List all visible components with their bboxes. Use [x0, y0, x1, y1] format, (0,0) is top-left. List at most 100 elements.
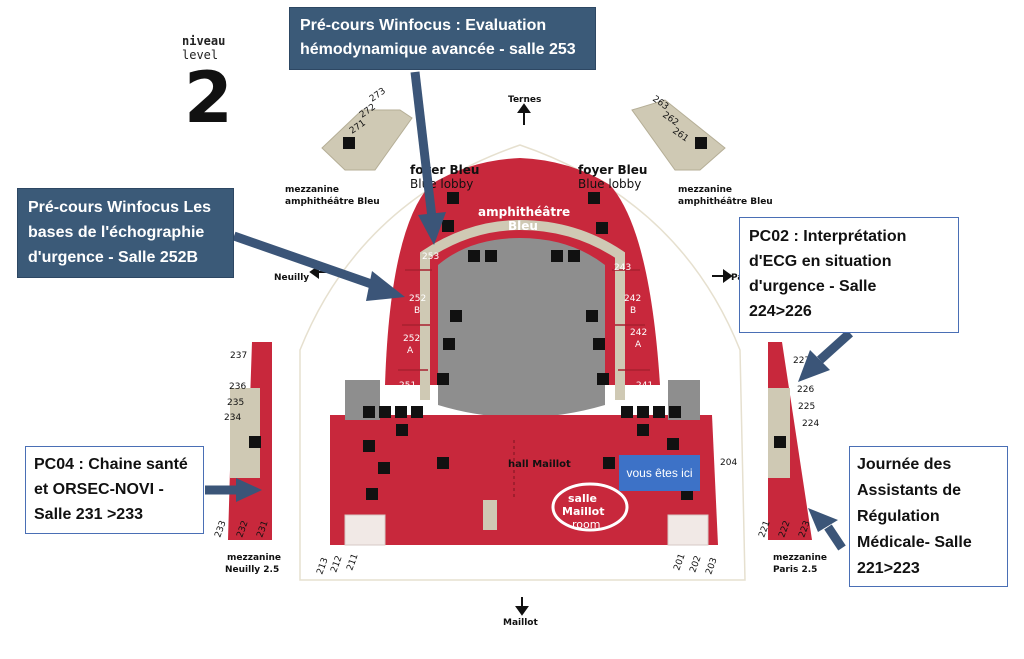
cloakroom-icon: [450, 310, 462, 322]
mezz-neuilly-1: mezzanine: [227, 553, 281, 563]
callout-pc02: PC02 : Interprétation d'ECG en situation…: [739, 217, 959, 333]
restroom-icon: [443, 338, 455, 350]
wheelchair-icon: [596, 222, 608, 234]
escalator-icon: [667, 438, 679, 450]
cloakroom-icon: [366, 488, 378, 500]
escalator-icon: [637, 406, 649, 418]
callout-line: d'urgence - Salle: [749, 278, 877, 295]
mezz-left-amphi-1: mezzanine: [285, 185, 339, 195]
room-224: 224: [802, 419, 819, 429]
room-252a-letter: A: [407, 346, 414, 356]
room-236: 236: [229, 382, 246, 392]
facility-icons: [249, 137, 786, 500]
room-242b-letter: B: [630, 306, 636, 316]
room-241: 241: [636, 381, 653, 391]
room-242a-number: 242: [630, 328, 647, 338]
wheelchair-icon: [378, 462, 390, 474]
wing-neuilly-beige: [230, 388, 260, 478]
amphi-corridor: [420, 219, 625, 400]
escalator-icon: [363, 440, 375, 452]
restroom-icon: [593, 338, 605, 350]
amphi-label-1: amphithéâtre: [478, 205, 570, 219]
foyer-left-fr: foyer Bleu: [410, 163, 479, 177]
room-225: 225: [798, 402, 815, 412]
room-226: 226: [797, 385, 814, 395]
callout-line: Salle 231 >233: [34, 506, 143, 523]
mezz-paris-2: Paris 2.5: [773, 565, 817, 575]
escalator-icon: [395, 406, 407, 418]
level-label-fr: niveau: [182, 34, 226, 48]
callout-winfocus-253: Pré-cours Winfocus : Evaluation hémodyna…: [289, 7, 596, 70]
central-floor: [438, 238, 605, 418]
salle-label-2: Maillot: [562, 505, 605, 518]
elevator-icon: [621, 406, 633, 418]
restroom-icon: [468, 250, 480, 262]
callout-line: Médicale- Salle: [857, 534, 972, 551]
wheelchair-icon: [442, 220, 454, 232]
mezz-paris-1: mezzanine: [773, 553, 827, 563]
mezzanine-amphi-left: [321, 109, 413, 171]
restroom-icon: [568, 250, 580, 262]
room-253: 253: [422, 252, 439, 262]
wheelchair-icon: [551, 250, 563, 262]
callout-line: Journée des: [857, 456, 952, 473]
callout-line: d'urgence - Salle 252B: [28, 249, 199, 266]
you-are-here-marker: vous êtes ici: [619, 455, 700, 491]
callout-line: Assistants de: [857, 482, 962, 499]
foyer-right-fr: foyer Bleu: [578, 163, 647, 177]
cloakroom-icon: [681, 488, 693, 500]
room-233: 233: [213, 519, 228, 539]
hall-corridor-right: [667, 514, 709, 546]
mezz-left-amphi-2: amphithéâtre Bleu: [285, 196, 380, 207]
wing-paris-beige: [768, 388, 790, 478]
room-235: 235: [227, 398, 244, 408]
escalator-icon: [343, 137, 355, 149]
restroom-icon: [485, 250, 497, 262]
callout-line: d'ECG en situation: [749, 253, 892, 270]
hall-maillot-label: hall Maillot: [508, 459, 571, 470]
room-213: 213: [315, 556, 330, 576]
callout-line: 224>226: [749, 303, 812, 320]
elevator-icon: [363, 406, 375, 418]
room-242b-number: 242: [624, 294, 641, 304]
direction-neuilly: Neuilly: [274, 273, 309, 283]
restroom-icon: [396, 424, 408, 436]
callout-line: Régulation: [857, 508, 940, 525]
wheelchair-icon: [653, 406, 665, 418]
room-243: 243: [614, 263, 631, 273]
room-242a-letter: A: [635, 340, 642, 350]
escalator-icon: [774, 436, 786, 448]
room-212: 212: [329, 554, 344, 574]
escalator-icon: [588, 192, 600, 204]
room-252b-letter: B: [414, 306, 420, 316]
room-251: 251: [399, 381, 416, 391]
room-211: 211: [345, 552, 360, 572]
salle-label-1: salle: [568, 492, 597, 505]
escalator-icon: [695, 137, 707, 149]
callout-line: et ORSEC-NOVI -: [34, 481, 164, 498]
salle-label-3: room: [572, 518, 600, 531]
callout-winfocus-252b: Pré-cours Winfocus Les bases de l'échogr…: [17, 188, 234, 278]
mezz-right-amphi-2: amphithéâtre Bleu: [678, 196, 773, 207]
hall-pillar: [483, 500, 497, 530]
callout-line: hémodynamique avancée - salle 253: [300, 41, 576, 58]
room-234: 234: [224, 413, 241, 423]
room-252a-number: 252: [403, 334, 420, 344]
elevator-icon: [669, 406, 681, 418]
escalator-icon: [249, 436, 261, 448]
callout-line: Pré-cours Winfocus : Evaluation: [300, 17, 547, 34]
callout-arrows: [205, 71, 854, 551]
room-dividers: [398, 269, 650, 371]
mezz-right-amphi-1: mezzanine: [678, 185, 732, 195]
wheelchair-icon: [379, 406, 391, 418]
direction-arrows: [309, 103, 733, 616]
room-252b-number: 252: [409, 294, 426, 304]
callout-pc04: PC04 : Chaine santé et ORSEC-NOVI - Sall…: [25, 446, 204, 534]
room-204: 204: [720, 458, 737, 468]
salle-maillot-room: [551, 482, 629, 532]
level-label-en: level: [182, 48, 219, 62]
room-203: 203: [704, 556, 719, 576]
callout-assistants: Journée des Assistants de Régulation Méd…: [849, 446, 1008, 587]
callout-line: PC04 : Chaine santé: [34, 456, 188, 473]
escalator-icon: [603, 457, 615, 469]
